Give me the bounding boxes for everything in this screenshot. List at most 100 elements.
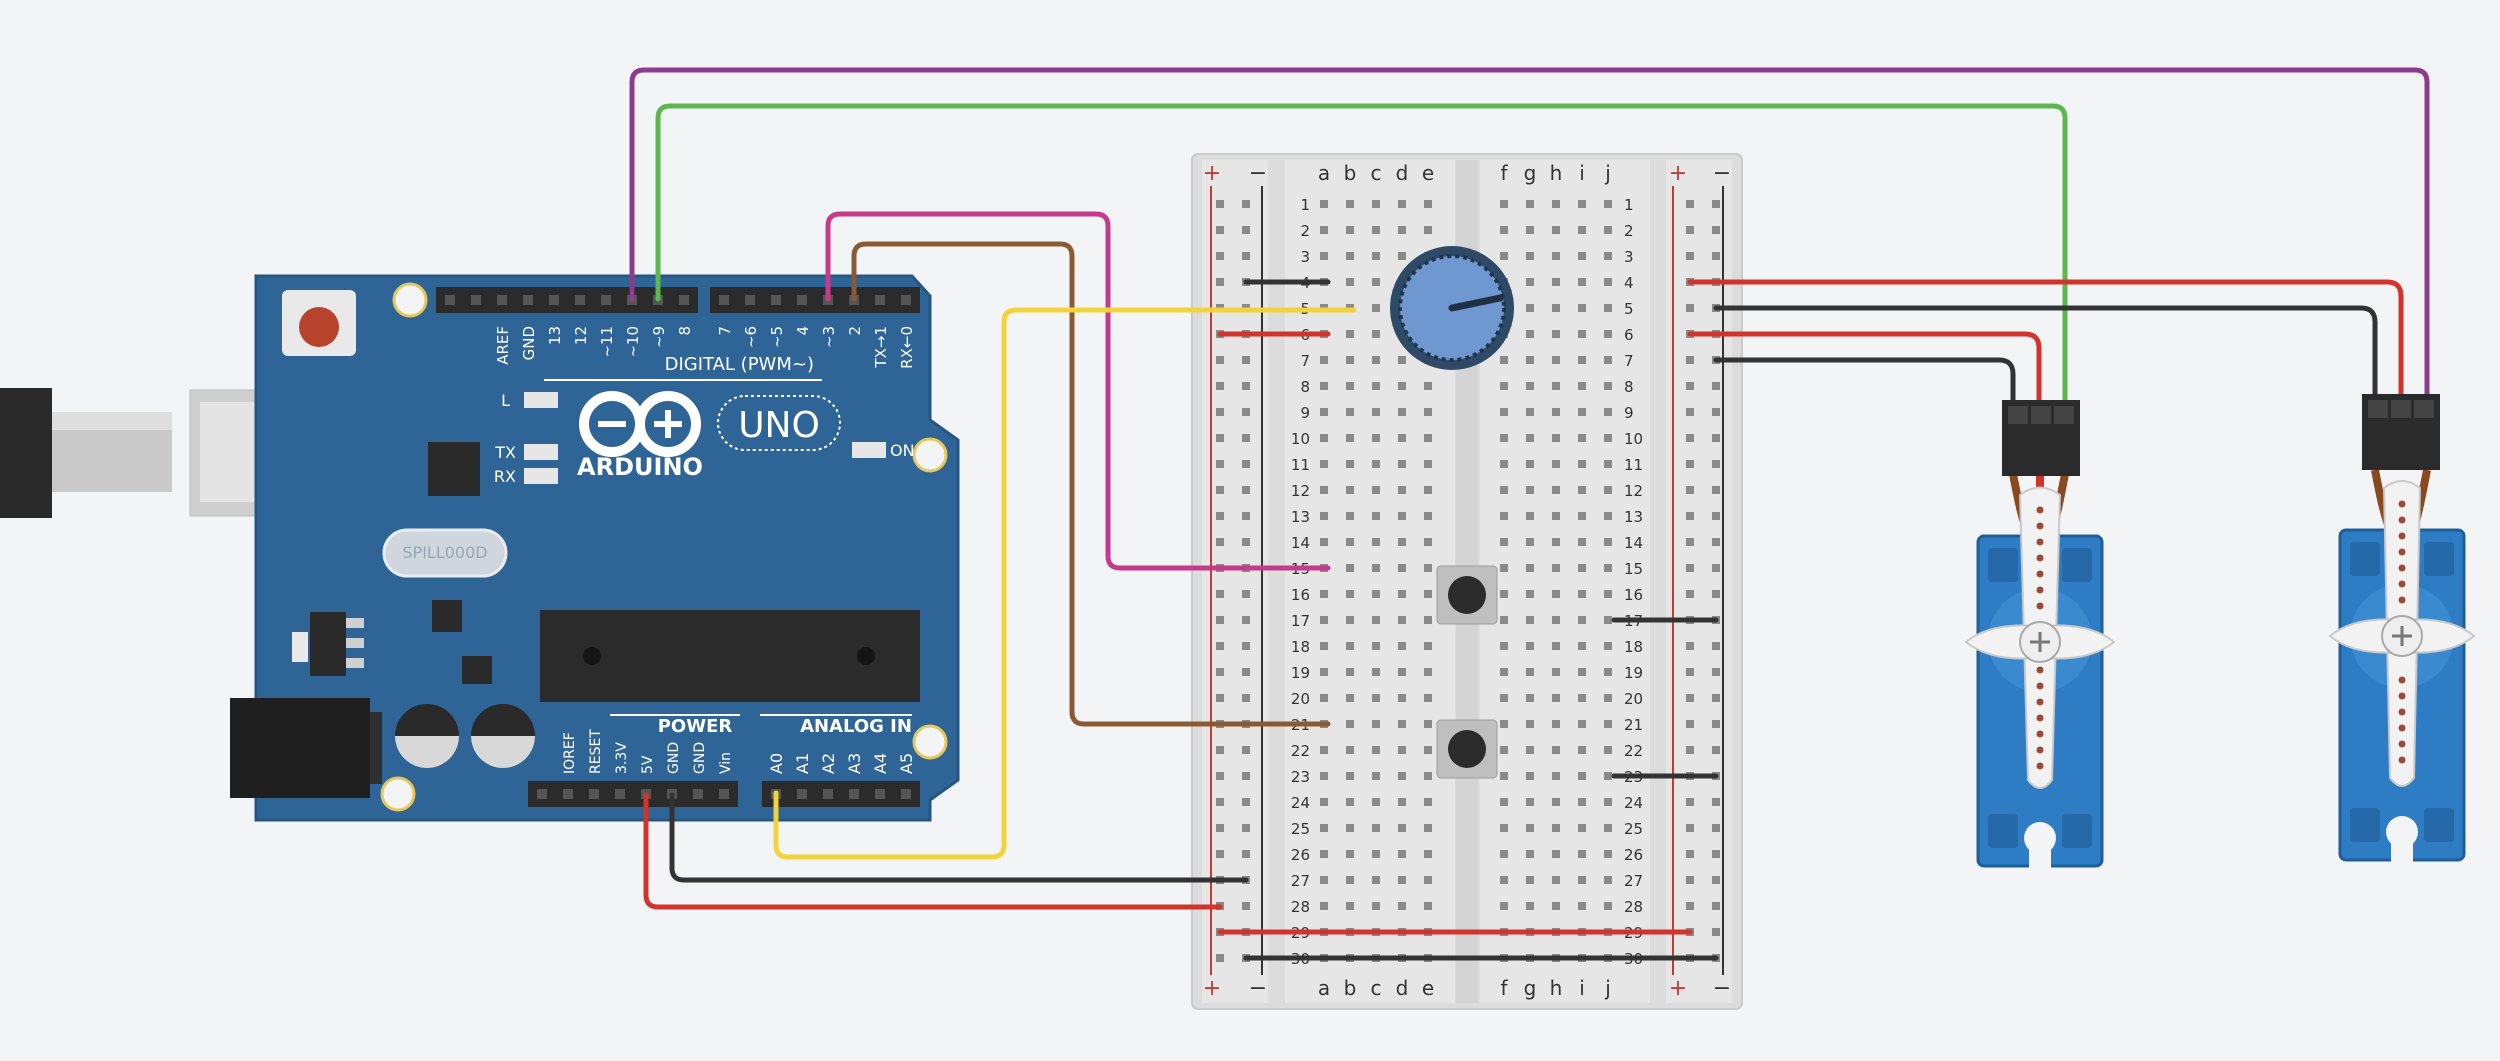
breadboard-hole[interactable] — [1526, 746, 1534, 754]
rail-hole[interactable] — [1242, 902, 1250, 910]
rail-hole[interactable] — [1712, 382, 1720, 390]
header-pin[interactable] — [549, 295, 559, 305]
breadboard-hole[interactable] — [1372, 434, 1380, 442]
breadboard-hole[interactable] — [1578, 590, 1586, 598]
breadboard-hole[interactable] — [1578, 408, 1586, 416]
breadboard-hole[interactable] — [1578, 668, 1586, 676]
breadboard-hole[interactable] — [1526, 590, 1534, 598]
breadboard-hole[interactable] — [1372, 226, 1380, 234]
header-pin[interactable] — [679, 295, 689, 305]
rail-hole[interactable] — [1712, 876, 1720, 884]
breadboard-hole[interactable] — [1320, 538, 1328, 546]
rail-hole[interactable] — [1686, 564, 1694, 572]
breadboard-hole[interactable] — [1346, 590, 1354, 598]
rail-hole[interactable] — [1712, 642, 1720, 650]
rail-hole[interactable] — [1216, 954, 1224, 962]
breadboard-hole[interactable] — [1578, 356, 1586, 364]
breadboard-hole[interactable] — [1372, 330, 1380, 338]
breadboard-hole[interactable] — [1346, 876, 1354, 884]
breadboard-hole[interactable] — [1500, 642, 1508, 650]
breadboard-hole[interactable] — [1526, 408, 1534, 416]
breadboard-hole[interactable] — [1578, 486, 1586, 494]
breadboard-hole[interactable] — [1578, 642, 1586, 650]
breadboard-hole[interactable] — [1552, 642, 1560, 650]
rail-hole[interactable] — [1686, 642, 1694, 650]
breadboard-hole[interactable] — [1398, 434, 1406, 442]
breadboard-hole[interactable] — [1346, 226, 1354, 234]
breadboard-hole[interactable] — [1552, 538, 1560, 546]
breadboard-hole[interactable] — [1500, 824, 1508, 832]
header-pin[interactable] — [745, 295, 755, 305]
breadboard-hole[interactable] — [1372, 200, 1380, 208]
breadboard-hole[interactable] — [1372, 694, 1380, 702]
rail-hole[interactable] — [1242, 382, 1250, 390]
breadboard-hole[interactable] — [1578, 876, 1586, 884]
breadboard-hole[interactable] — [1526, 902, 1534, 910]
breadboard-hole[interactable] — [1346, 252, 1354, 260]
header-pin[interactable] — [719, 789, 729, 799]
breadboard-hole[interactable] — [1346, 798, 1354, 806]
breadboard-hole[interactable] — [1372, 512, 1380, 520]
breadboard-hole[interactable] — [1552, 772, 1560, 780]
breadboard-hole[interactable] — [1552, 720, 1560, 728]
breadboard-hole[interactable] — [1604, 720, 1612, 728]
breadboard-hole[interactable] — [1398, 200, 1406, 208]
breadboard-hole[interactable] — [1320, 200, 1328, 208]
breadboard-hole[interactable] — [1552, 460, 1560, 468]
breadboard-hole[interactable] — [1500, 538, 1508, 546]
rail-hole[interactable] — [1712, 252, 1720, 260]
header-pin[interactable] — [693, 789, 703, 799]
breadboard-hole[interactable] — [1372, 902, 1380, 910]
rail-hole[interactable] — [1242, 226, 1250, 234]
breadboard-hole[interactable] — [1398, 486, 1406, 494]
breadboard-hole[interactable] — [1578, 694, 1586, 702]
breadboard-hole[interactable] — [1526, 200, 1534, 208]
rail-hole[interactable] — [1216, 512, 1224, 520]
breadboard-hole[interactable] — [1500, 252, 1508, 260]
breadboard-hole[interactable] — [1372, 772, 1380, 780]
reset-button-cap[interactable] — [299, 307, 339, 347]
rail-hole[interactable] — [1712, 694, 1720, 702]
breadboard-hole[interactable] — [1398, 564, 1406, 572]
breadboard-hole[interactable] — [1346, 408, 1354, 416]
rail-hole[interactable] — [1686, 850, 1694, 858]
rail-hole[interactable] — [1216, 434, 1224, 442]
breadboard-hole[interactable] — [1398, 694, 1406, 702]
breadboard-hole[interactable] — [1424, 226, 1432, 234]
breadboard-hole[interactable] — [1578, 538, 1586, 546]
breadboard-hole[interactable] — [1398, 408, 1406, 416]
breadboard-hole[interactable] — [1372, 824, 1380, 832]
rail-hole[interactable] — [1686, 434, 1694, 442]
rail-hole[interactable] — [1216, 824, 1224, 832]
breadboard-hole[interactable] — [1424, 200, 1432, 208]
rail-hole[interactable] — [1712, 200, 1720, 208]
breadboard-hole[interactable] — [1372, 876, 1380, 884]
breadboard-hole[interactable] — [1320, 850, 1328, 858]
rail-hole[interactable] — [1216, 252, 1224, 260]
breadboard-hole[interactable] — [1604, 850, 1612, 858]
breadboard-hole[interactable] — [1372, 356, 1380, 364]
breadboard-hole[interactable] — [1526, 824, 1534, 832]
rail-hole[interactable] — [1242, 538, 1250, 546]
breadboard-hole[interactable] — [1578, 564, 1586, 572]
breadboard-hole[interactable] — [1372, 798, 1380, 806]
breadboard-hole[interactable] — [1500, 434, 1508, 442]
pushbutton-2[interactable] — [1436, 719, 1498, 779]
rail-hole[interactable] — [1216, 382, 1224, 390]
rail-hole[interactable] — [1242, 512, 1250, 520]
rail-hole[interactable] — [1242, 200, 1250, 208]
header-pin[interactable] — [797, 295, 807, 305]
rail-hole[interactable] — [1242, 460, 1250, 468]
rail-hole[interactable] — [1242, 850, 1250, 858]
breadboard-hole[interactable] — [1578, 772, 1586, 780]
breadboard-hole[interactable] — [1372, 564, 1380, 572]
rail-hole[interactable] — [1686, 200, 1694, 208]
rail-hole[interactable] — [1712, 902, 1720, 910]
breadboard-hole[interactable] — [1424, 590, 1432, 598]
breadboard-hole[interactable] — [1578, 616, 1586, 624]
breadboard-hole[interactable] — [1526, 460, 1534, 468]
breadboard-hole[interactable] — [1424, 486, 1432, 494]
breadboard-hole[interactable] — [1320, 356, 1328, 364]
breadboard-hole[interactable] — [1346, 538, 1354, 546]
breadboard-hole[interactable] — [1526, 538, 1534, 546]
